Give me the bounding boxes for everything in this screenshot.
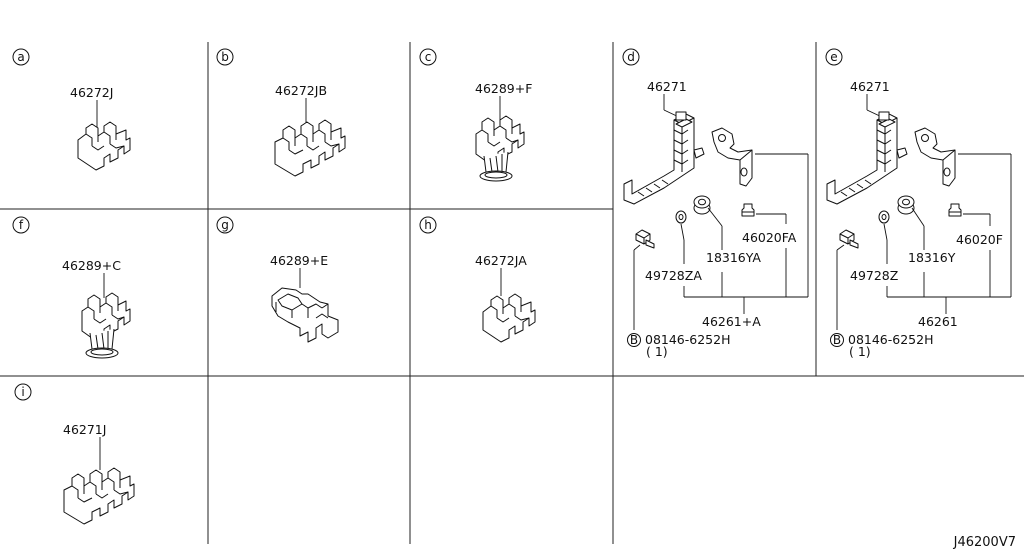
svg-text:46261+A: 46261+A [702, 314, 761, 329]
svg-text:e: e [830, 50, 837, 64]
svg-text:a: a [17, 50, 24, 64]
svg-text:46020FA: 46020FA [742, 230, 797, 245]
panel-grid [0, 42, 1024, 544]
svg-text:( 1): ( 1) [849, 344, 871, 359]
svg-text:46289+C: 46289+C [62, 258, 121, 273]
part-46289F[interactable]: 46289+F [475, 81, 532, 182]
part-46289C[interactable]: 46289+C [62, 258, 131, 359]
svg-text:49728ZA: 49728ZA [645, 268, 702, 283]
svg-text:d: d [627, 50, 635, 64]
panel-label-f: f [12, 216, 30, 234]
panel-label-e: e [825, 48, 843, 66]
svg-text:f: f [19, 218, 24, 232]
svg-text:46272J: 46272J [70, 85, 113, 100]
svg-text:g: g [221, 218, 229, 232]
svg-text:46272JA: 46272JA [475, 253, 527, 268]
part-18316Y[interactable]: 18316Y [897, 195, 956, 265]
part-18316YA[interactable]: 18316YA [693, 195, 761, 265]
svg-text:49728Z: 49728Z [850, 268, 898, 283]
panel-label-a: a [12, 48, 30, 66]
part-46271J[interactable]: 46271J [63, 422, 135, 525]
panel-label-d: d [622, 48, 640, 66]
svg-text:18316Y: 18316Y [908, 250, 956, 265]
svg-text:i: i [21, 385, 24, 399]
svg-text:h: h [424, 218, 432, 232]
svg-text:46271: 46271 [850, 79, 890, 94]
panel-label-h: h [419, 216, 437, 234]
svg-text:46271J: 46271J [63, 422, 106, 437]
svg-text:08146-6252H: 08146-6252H [848, 332, 934, 347]
part-46271-d[interactable]: 46271 [623, 79, 705, 205]
svg-text:B: B [833, 333, 841, 347]
svg-text:46272JB: 46272JB [275, 83, 327, 98]
panel-e-assembly: 46271 46020F 18316Y 49728Z [826, 79, 1012, 359]
panel-label-c: c [419, 48, 437, 66]
angle-bracket-e [914, 127, 956, 187]
part-49728ZA[interactable]: 49728ZA [645, 210, 702, 283]
svg-text:B: B [630, 333, 638, 347]
svg-text:18316YA: 18316YA [706, 250, 761, 265]
panel-label-b: b [216, 48, 234, 66]
part-46272J[interactable]: 46272J [70, 85, 131, 171]
svg-text:b: b [221, 50, 229, 64]
part-46020F[interactable]: 46020F [948, 203, 1003, 247]
panel-d-assembly: 46271 46020FA 18316YA 49728ZA [623, 79, 809, 359]
part-bolt-08146-6252H-e[interactable]: B 08146-6252H ( 1) [830, 229, 934, 359]
panel-label-i: i [14, 383, 32, 401]
diagram-reference: J46200V7 [953, 535, 1016, 550]
svg-text:46289+E: 46289+E [270, 253, 328, 268]
svg-text:46289+F: 46289+F [475, 81, 532, 96]
svg-text:( 1): ( 1) [646, 344, 668, 359]
part-46271-e[interactable]: 46271 [826, 79, 908, 205]
part-46261[interactable]: 46261 [886, 153, 1012, 329]
part-46272JA[interactable]: 46272JA [475, 253, 536, 343]
svg-text:46261: 46261 [918, 314, 958, 329]
bolt-marker-icon [830, 333, 844, 347]
svg-text:08146-6252H: 08146-6252H [645, 332, 731, 347]
svg-text:c: c [425, 50, 432, 64]
svg-text:46020F: 46020F [956, 232, 1003, 247]
part-49728Z[interactable]: 49728Z [850, 210, 898, 283]
part-46289E[interactable]: 46289+E [270, 253, 339, 343]
angle-bracket-d [711, 127, 753, 187]
part-46020FA[interactable]: 46020FA [741, 203, 797, 245]
panel-label-g: g [216, 216, 234, 234]
svg-text:46271: 46271 [647, 79, 687, 94]
part-46261A[interactable]: 46261+A [683, 153, 809, 329]
part-bolt-08146-6252H-d[interactable]: B 08146-6252H ( 1) [627, 229, 731, 359]
part-46272JB[interactable]: 46272JB [274, 83, 346, 177]
bolt-marker-icon [627, 333, 641, 347]
